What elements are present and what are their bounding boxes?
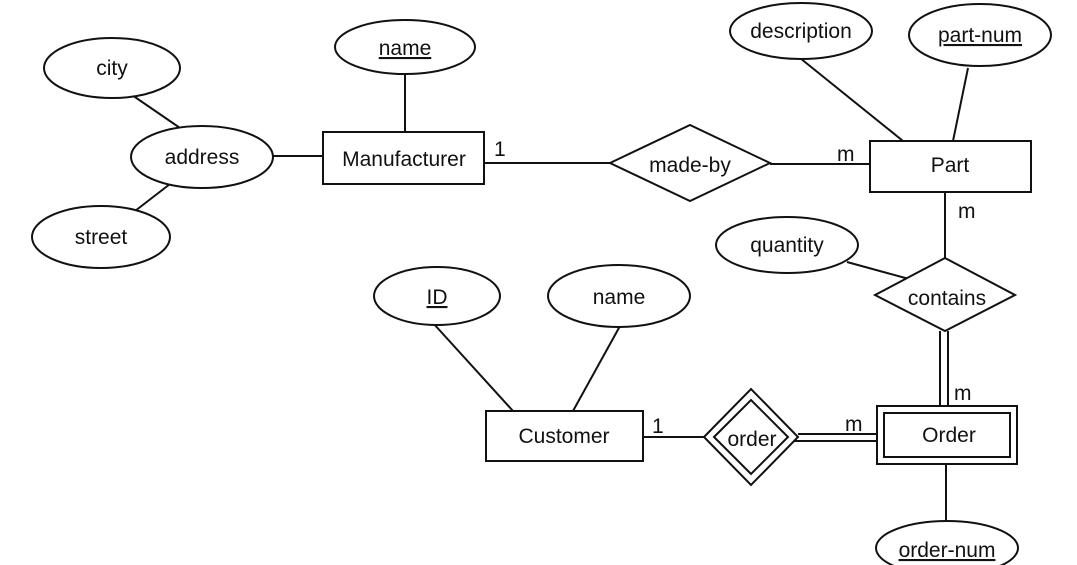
entity-order-label: Order — [922, 424, 976, 447]
attr-manufacturer-name-label: name — [379, 37, 432, 60]
card-order-contains: m — [954, 382, 972, 405]
attr-street-label: street — [75, 226, 128, 249]
attr-address-label: address — [165, 146, 240, 169]
entity-manufacturer: Manufacturer — [322, 131, 485, 185]
line-city-address — [131, 94, 181, 129]
line-id-customer — [432, 322, 514, 412]
line-quantity-contains — [846, 261, 910, 280]
attr-city-label: city — [96, 57, 128, 80]
attr-description: description — [729, 2, 873, 60]
attr-order-num: order-num — [875, 520, 1019, 565]
attr-customer-name: name — [547, 264, 691, 328]
card-customer-order: 1 — [652, 415, 664, 438]
attr-part-num-label: part-num — [938, 24, 1022, 47]
line-street-address — [134, 183, 171, 212]
entity-part-label: Part — [931, 154, 970, 177]
line-description-part — [799, 57, 904, 142]
relationship-made-by: made-by — [607, 123, 773, 203]
attr-manufacturer-name: name — [334, 19, 476, 75]
relationship-contains: contains — [872, 256, 1018, 333]
relationship-order-label: order — [727, 428, 776, 451]
attr-street: street — [31, 205, 171, 269]
relationship-contains-label: contains — [908, 287, 986, 310]
entity-order-weak: Order — [876, 405, 1018, 465]
attr-customer-id-label: ID — [427, 286, 448, 309]
attr-customer-id: ID — [373, 266, 501, 326]
attr-quantity-label: quantity — [750, 234, 824, 257]
attr-order-num-label: order-num — [899, 539, 996, 562]
attr-description-label: description — [750, 20, 852, 43]
entity-manufacturer-label: Manufacturer — [342, 148, 466, 171]
card-part-contains: m — [958, 200, 976, 223]
relationship-order-identifying: order — [702, 387, 800, 487]
connector-lines — [131, 57, 969, 522]
card-order-order: m — [845, 413, 863, 436]
entity-customer-label: Customer — [518, 425, 609, 448]
relationship-made-by-label: made-by — [649, 154, 731, 177]
attr-part-num: part-num — [908, 3, 1052, 67]
line-partnum-part — [952, 67, 969, 142]
attr-city: city — [43, 37, 181, 99]
entity-customer: Customer — [485, 410, 644, 462]
attr-address: address — [130, 125, 274, 189]
entity-part: Part — [869, 140, 1032, 193]
line-name-customer — [572, 325, 621, 412]
card-part-made-by: m — [837, 143, 855, 166]
attr-customer-name-label: name — [593, 286, 646, 309]
attr-quantity: quantity — [715, 216, 859, 274]
card-manufacturer-made-by: 1 — [494, 138, 506, 161]
